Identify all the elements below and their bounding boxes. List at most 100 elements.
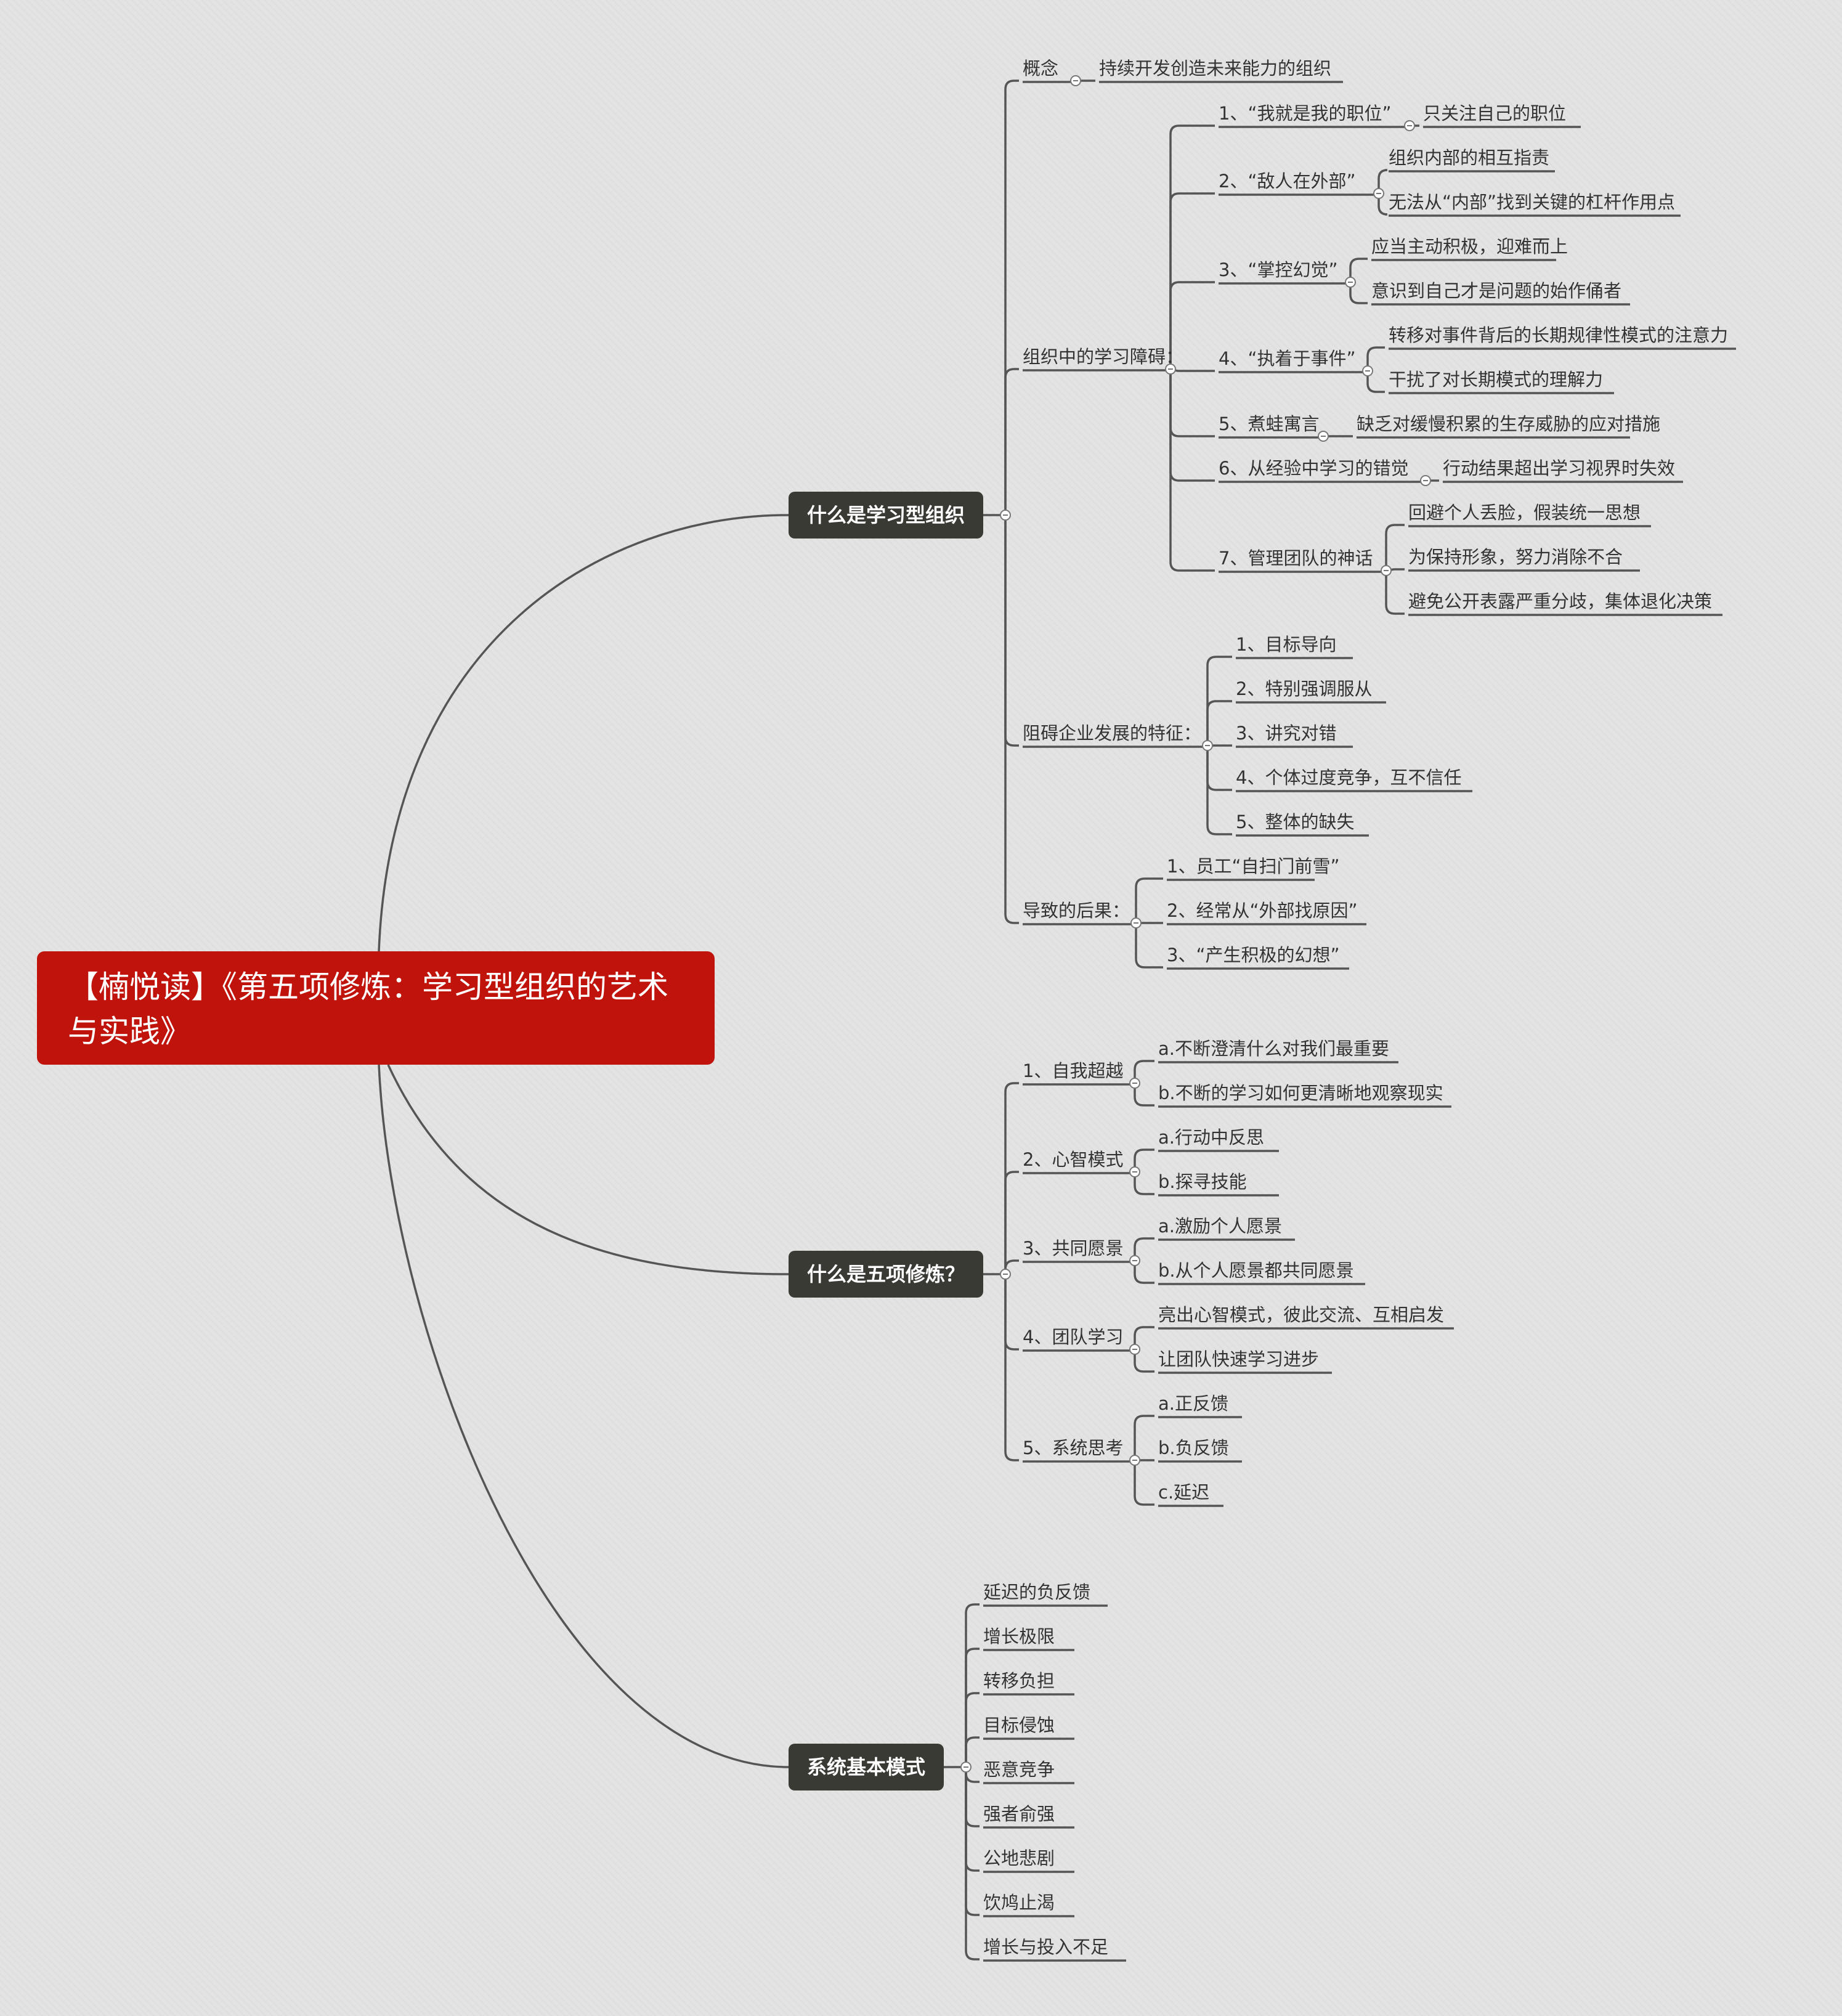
learning-org-topic-0-collapse-toggle[interactable] xyxy=(1070,75,1081,86)
learning-org-topic-1-link-6 xyxy=(1169,369,1215,572)
five-disciplines-collapse-toggle[interactable] xyxy=(1000,1269,1011,1280)
learning-org-topic-1-sub-0[interactable]: 1、“我就是我的职位” xyxy=(1219,103,1392,124)
root-topic[interactable]: 【楠悦读】《第五项修炼：学习型组织的艺术与实践》 xyxy=(37,951,715,1065)
system-archetypes-topic-7[interactable]: 饮鸠止渴 xyxy=(983,1892,1055,1913)
five-disciplines-topic-4-sub-1[interactable]: b.负反馈 xyxy=(1158,1437,1229,1458)
five-disciplines-topic-3-sub-1[interactable]: 让团队快速学习进步 xyxy=(1158,1349,1320,1370)
five-disciplines-topic-2-link-0 xyxy=(1134,1237,1154,1261)
learning-org-topic-1-sub-1[interactable]: 2、“敌人在外部” xyxy=(1219,171,1356,192)
system-archetypes-topic-5[interactable]: 强者俞强 xyxy=(983,1803,1055,1824)
learning-org-topic-1-sub-1-item-0[interactable]: 组织内部的相互指责 xyxy=(1389,147,1550,168)
learning-org-topic-1-sub-2-item-1[interactable]: 意识到自己才是问题的始作俑者 xyxy=(1371,280,1622,301)
learning-org-topic-1-sub-6[interactable]: 7、管理团队的神话 xyxy=(1219,548,1373,569)
learning-org-collapse-toggle[interactable] xyxy=(1000,510,1011,521)
five-disciplines-topic-1-sub-1[interactable]: b.探寻技能 xyxy=(1158,1171,1247,1192)
learning-org-topic-1-sub-4[interactable]: 5、煮蛙寓言 xyxy=(1219,413,1320,434)
learning-org-topic-1-sub-3-collapse-toggle[interactable] xyxy=(1362,365,1373,376)
system-archetypes-link-3 xyxy=(965,1736,980,1767)
learning-org-topic-2[interactable]: 阻碍企业发展的特征： xyxy=(1023,723,1202,744)
learning-org-topic-1-sub-3-link-1 xyxy=(1366,371,1385,393)
main-topic-learning-org[interactable]: 什么是学习型组织 xyxy=(789,492,983,539)
system-archetypes-topic-1[interactable]: 增长极限 xyxy=(983,1626,1055,1647)
learning-org-topic-1-sub-4-item-0[interactable]: 缺乏对缓慢积累的生存威胁的应对措施 xyxy=(1357,413,1661,434)
learning-org-topic-2-collapse-toggle[interactable] xyxy=(1202,740,1213,751)
learning-org-topic-2-sub-3[interactable]: 4、个体过度竞争，互不信任 xyxy=(1236,767,1462,788)
five-disciplines-topic-4-collapse-toggle[interactable] xyxy=(1129,1455,1140,1466)
learning-org-topic-0-sub-0[interactable]: 持续开发创造未来能力的组织 xyxy=(1099,58,1332,79)
learning-org-topic-1-sub-4-collapse-toggle[interactable] xyxy=(1318,431,1329,442)
five-disciplines-topic-2-collapse-toggle[interactable] xyxy=(1129,1255,1140,1266)
five-disciplines-topic-3-collapse-toggle[interactable] xyxy=(1129,1344,1140,1355)
system-archetypes-link-2 xyxy=(965,1692,980,1767)
main-topic-system-archetypes[interactable]: 系统基本模式 xyxy=(789,1744,944,1790)
learning-org-topic-1-sub-6-item-2[interactable]: 避免公开表露严重分歧，集体退化决策 xyxy=(1408,591,1713,612)
learning-org-topic-1-sub-2-item-0[interactable]: 应当主动积极，迎难而上 xyxy=(1371,236,1568,257)
learning-org-topic-2-sub-1[interactable]: 2、特别强调服从 xyxy=(1236,678,1373,699)
system-archetypes-topic-3[interactable]: 目标侵蚀 xyxy=(983,1715,1055,1736)
system-archetypes-link-1 xyxy=(965,1648,980,1767)
five-disciplines-topic-1-sub-0[interactable]: a.行动中反思 xyxy=(1158,1127,1264,1148)
learning-org-topic-1-sub-2[interactable]: 3、“掌控幻觉” xyxy=(1219,259,1338,280)
learning-org-topic-3-sub-2[interactable]: 3、“产生积极的幻想” xyxy=(1167,945,1340,965)
learning-org-topic-1-sub-1-link-1 xyxy=(1377,193,1388,216)
system-archetypes-link-7 xyxy=(965,1767,980,1916)
learning-org-topic-3[interactable]: 导致的后果： xyxy=(1023,900,1130,921)
five-disciplines-topic-1[interactable]: 2、心智模式 xyxy=(1023,1149,1124,1170)
learning-org-topic-2-sub-4[interactable]: 5、整体的缺失 xyxy=(1236,811,1355,832)
five-disciplines-topic-0-collapse-toggle[interactable] xyxy=(1129,1078,1140,1089)
five-disciplines-topic-0-link-0 xyxy=(1134,1060,1154,1083)
learning-org-topic-2-sub-0[interactable]: 1、目标导向 xyxy=(1236,634,1337,655)
learning-org-topic-1-sub-6-collapse-toggle[interactable] xyxy=(1381,565,1392,576)
main-topic-five-disciplines[interactable]: 什么是五项修炼？ xyxy=(789,1251,983,1298)
learning-org-topic-1-link-4 xyxy=(1169,369,1215,437)
learning-org-topic-1-collapse-toggle[interactable] xyxy=(1165,364,1176,375)
five-disciplines-topic-3-sub-0[interactable]: 亮出心智模式，彼此交流、互相启发 xyxy=(1158,1304,1445,1325)
learning-org-topic-1-sub-2-collapse-toggle[interactable] xyxy=(1345,277,1356,288)
learning-org-topic-1-sub-3-item-0[interactable]: 转移对事件背后的长期规律性模式的注意力 xyxy=(1389,325,1729,346)
learning-org-topic-2-link-1 xyxy=(1206,700,1232,746)
five-disciplines-topic-2-sub-1[interactable]: b.从个人愿景都共同愿景 xyxy=(1158,1260,1354,1281)
learning-org-topic-2-link-0 xyxy=(1206,656,1232,746)
system-archetypes-topic-2[interactable]: 转移负担 xyxy=(983,1670,1055,1691)
learning-org-topic-2-sub-2[interactable]: 3、讲究对错 xyxy=(1236,723,1337,744)
five-disciplines-topic-2[interactable]: 3、共同愿景 xyxy=(1023,1238,1124,1259)
learning-org-topic-1-sub-6-link-2 xyxy=(1385,571,1405,615)
root-to-system-archetypes xyxy=(378,1064,789,1768)
five-disciplines-topic-2-sub-0[interactable]: a.激励个人愿景 xyxy=(1158,1216,1282,1237)
learning-org-topic-1-sub-6-item-1[interactable]: 为保持形象，努力消除不合 xyxy=(1408,547,1623,567)
learning-org-topic-1-sub-1-collapse-toggle[interactable] xyxy=(1373,188,1384,199)
learning-org-topic-1-link-5 xyxy=(1169,369,1215,482)
system-archetypes-link-8 xyxy=(965,1767,980,1961)
five-disciplines-topic-0-sub-1[interactable]: b.不断的学习如何更清晰地观察现实 xyxy=(1158,1083,1443,1104)
system-archetypes-topic-0[interactable]: 延迟的负反馈 xyxy=(983,1582,1091,1603)
learning-org-topic-2-link-4 xyxy=(1206,746,1232,835)
five-disciplines-topic-3[interactable]: 4、团队学习 xyxy=(1023,1327,1124,1347)
learning-org-topic-1-sub-6-item-0[interactable]: 回避个人丢脸，假装统一思想 xyxy=(1408,502,1641,523)
five-disciplines-topic-0-sub-0[interactable]: a.不断澄清什么对我们最重要 xyxy=(1158,1038,1389,1059)
system-archetypes-topic-6[interactable]: 公地悲剧 xyxy=(983,1848,1055,1869)
learning-org-topic-1-sub-1-item-1[interactable]: 无法从“内部”找到关键的杠杆作用点 xyxy=(1389,192,1676,213)
learning-org-topic-1-sub-3-item-1[interactable]: 干扰了对长期模式的理解力 xyxy=(1389,369,1604,390)
five-disciplines-topic-4[interactable]: 5、系统思考 xyxy=(1023,1437,1124,1458)
learning-org-topic-0[interactable]: 概念 xyxy=(1023,58,1059,79)
learning-org-topic-1-sub-5-item-0[interactable]: 行动结果超出学习视界时失效 xyxy=(1443,458,1676,479)
system-archetypes-topic-4[interactable]: 恶意竞争 xyxy=(983,1759,1055,1780)
system-archetypes-collapse-toggle[interactable] xyxy=(960,1762,972,1773)
learning-org-topic-3-sub-1[interactable]: 2、经常从“外部找原因” xyxy=(1167,900,1358,921)
five-disciplines-topic-4-sub-2[interactable]: c.延迟 xyxy=(1158,1482,1210,1503)
learning-org-link-1 xyxy=(1004,368,1019,515)
five-disciplines-topic-1-collapse-toggle[interactable] xyxy=(1129,1166,1140,1177)
learning-org-topic-1-sub-5[interactable]: 6、从经验中学习的错觉 xyxy=(1219,458,1409,479)
five-disciplines-topic-4-sub-0[interactable]: a.正反馈 xyxy=(1158,1393,1228,1414)
five-disciplines-topic-3-link-0 xyxy=(1134,1326,1154,1349)
learning-org-topic-1-sub-0-item-0[interactable]: 只关注自己的职位 xyxy=(1423,103,1567,124)
learning-org-topic-1[interactable]: 组织中的学习障碍： xyxy=(1023,346,1184,367)
five-disciplines-topic-0[interactable]: 1、自我超越 xyxy=(1023,1060,1124,1081)
learning-org-topic-1-sub-3[interactable]: 4、“执着于事件” xyxy=(1219,348,1356,369)
learning-org-topic-3-sub-0[interactable]: 1、员工“自扫门前雪” xyxy=(1167,856,1340,877)
learning-org-topic-3-collapse-toggle[interactable] xyxy=(1130,917,1142,929)
learning-org-topic-1-sub-5-collapse-toggle[interactable] xyxy=(1420,475,1431,486)
system-archetypes-topic-8[interactable]: 增长与投入不足 xyxy=(983,1937,1109,1957)
learning-org-topic-1-sub-0-collapse-toggle[interactable] xyxy=(1404,120,1415,131)
